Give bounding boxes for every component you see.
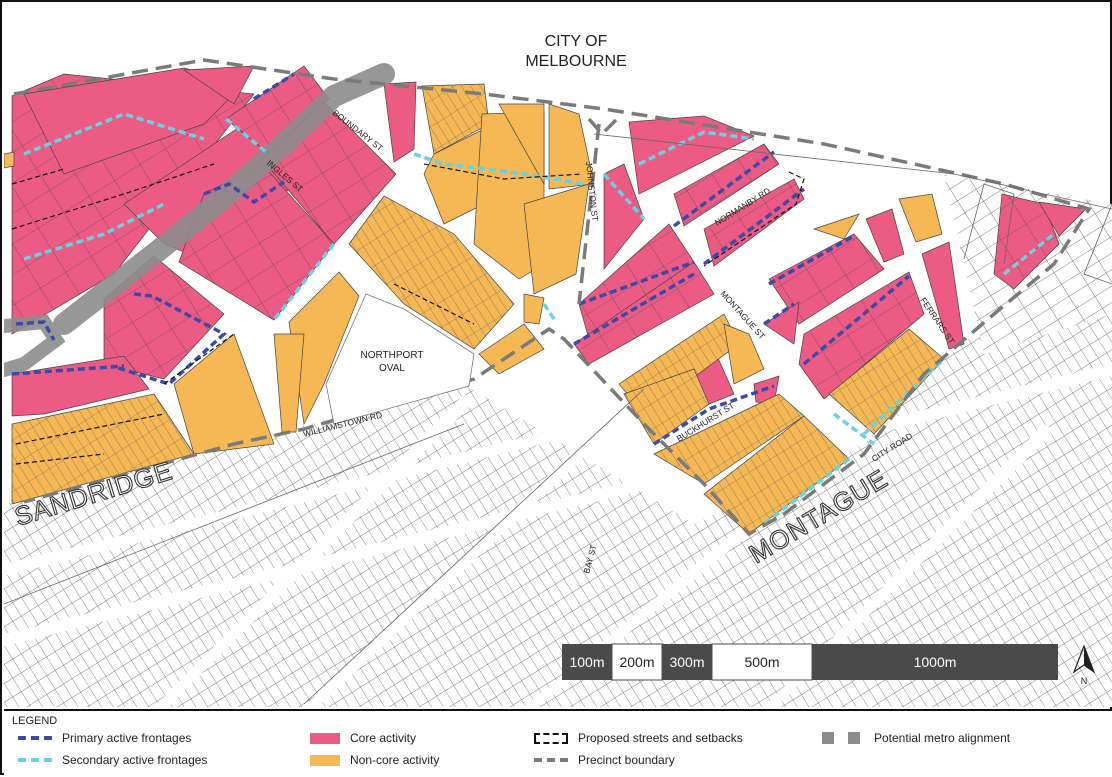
legend-primary: Primary active frontages — [18, 731, 191, 745]
legend-secondary: Secondary active frontages — [18, 753, 207, 767]
scale-bar: 100m 200m 300m 500m 1000m — [562, 643, 1058, 681]
legend-metro: Potential metro alignment — [822, 731, 1010, 745]
scale-label-100: 100m — [569, 654, 604, 670]
scale-label-1000: 1000m — [914, 654, 957, 670]
legend-proposed-label: Proposed streets and setbacks — [578, 731, 743, 745]
city-label-1: CITY OF — [545, 33, 608, 50]
scale-label-200: 200m — [619, 654, 654, 670]
scale-seg-300 — [662, 644, 712, 680]
oval-label-2: OVAL — [379, 363, 405, 374]
scale-label-500: 500m — [744, 654, 779, 670]
legend-primary-label: Primary active frontages — [62, 731, 192, 745]
secondary-frontages — [23, 112, 1056, 526]
legend-secondary-label: Secondary active frontages — [62, 753, 208, 767]
legend-boundary: Precinct boundary — [534, 753, 675, 767]
proposed-streets-swatch — [534, 732, 568, 744]
precinct-boundary-swatch — [534, 758, 568, 762]
noncore-activity-swatch — [310, 754, 340, 766]
scale-seg-200 — [611, 643, 663, 681]
legend-proposed: Proposed streets and setbacks — [534, 731, 743, 745]
core-activity-swatch — [310, 732, 340, 744]
legend-title: LEGEND — [12, 715, 58, 727]
primary-frontage-swatch — [18, 736, 52, 740]
legend-noncore-label: Non-core activity — [350, 753, 440, 767]
precinct-boundary — [13, 58, 1092, 537]
noncore-activity-blocks — [4, 83, 945, 535]
oval-label-1: NORTHPORT — [361, 350, 424, 361]
scale-seg-1000 — [812, 644, 1058, 680]
scale-label-300: 300m — [669, 654, 704, 670]
map-svg: NORTHPORT OVAL CITY OF MELBOURNE SANDRID… — [4, 33, 1112, 707]
legend-metro-label: Potential metro alignment — [874, 731, 1011, 745]
primary-frontages — [11, 72, 911, 446]
legend: LEGEND Primary active frontages Secondar… — [4, 709, 1112, 777]
legend-boundary-label: Precinct boundary — [578, 753, 675, 767]
north-label: N — [1081, 676, 1088, 686]
legend-core-label: Core activity — [350, 731, 417, 745]
metro-swatch-1 — [822, 732, 834, 744]
secondary-frontage-swatch — [18, 758, 52, 762]
street-lines — [4, 133, 1112, 705]
legend-noncore: Non-core activity — [310, 753, 439, 767]
city-label-2: MELBOURNE — [525, 53, 626, 70]
northport-oval: NORTHPORT OVAL — [325, 293, 475, 425]
legend-core: Core activity — [310, 731, 416, 745]
north-arrow-icon: N — [1072, 644, 1096, 686]
map-canvas: NORTHPORT OVAL CITY OF MELBOURNE SANDRID… — [4, 4, 1112, 707]
proposed-streets — [11, 163, 805, 465]
metro-swatch-2 — [848, 732, 860, 744]
scale-seg-100 — [562, 644, 612, 680]
